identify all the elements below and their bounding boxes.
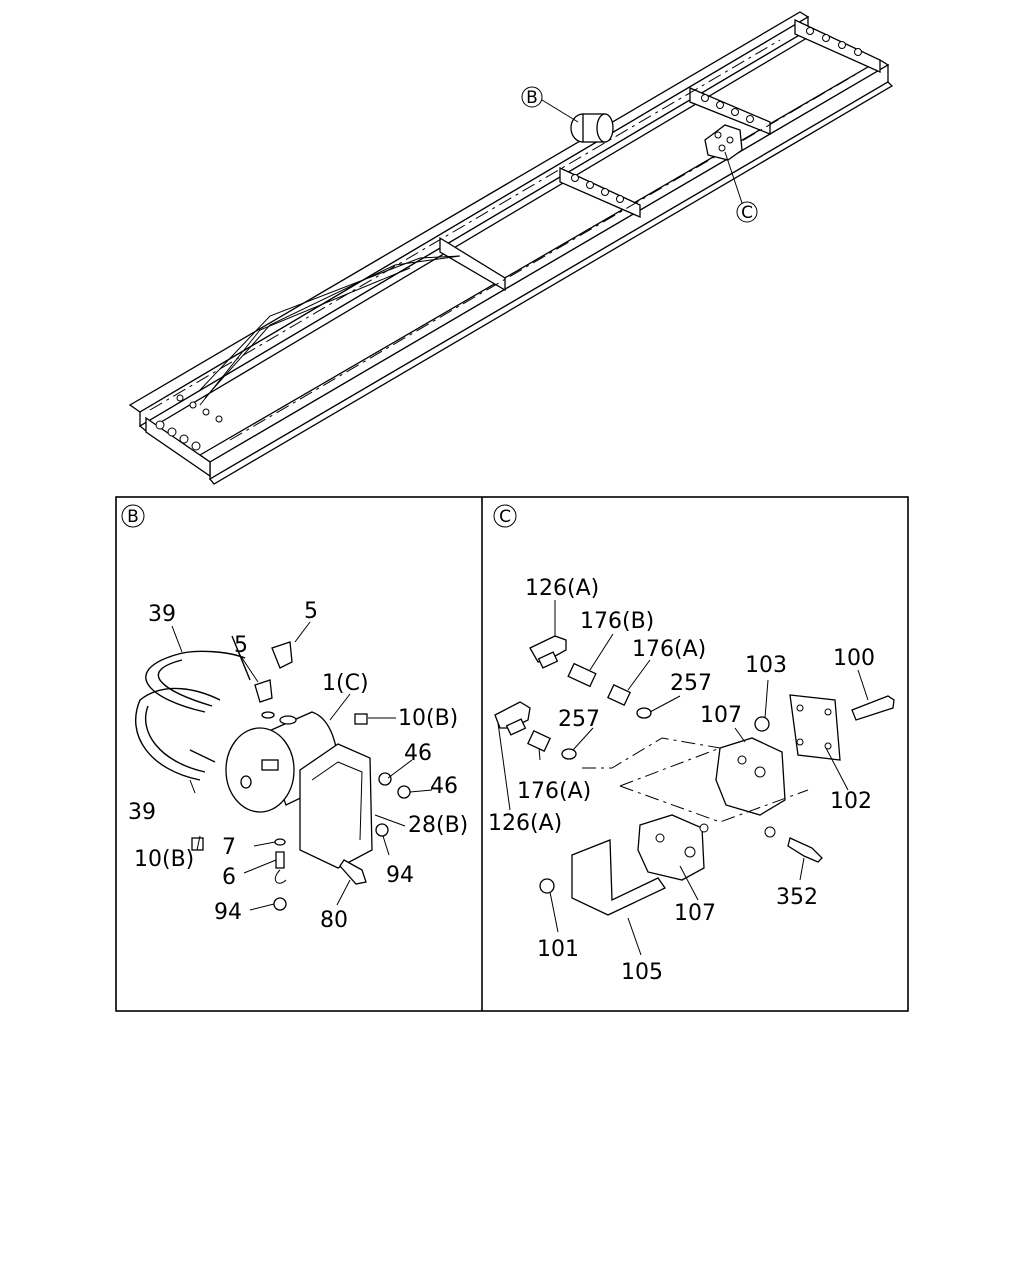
elbow-fitting-5-lower — [254, 679, 273, 703]
detail-panel-b: B — [121, 504, 468, 933]
label-105: 105 — [621, 960, 663, 985]
svg-text:C: C — [499, 507, 511, 527]
label-39-lower: 39 — [128, 800, 156, 825]
label-10b-right: 10(B) — [398, 706, 458, 731]
elbow-fitting-5-upper — [271, 641, 293, 669]
detail-frame — [115, 496, 909, 1012]
label-257-left: 257 — [558, 707, 600, 732]
callout-b-overview: B — [521, 86, 543, 108]
label-257-right: 257 — [670, 671, 712, 696]
drain-valve-6 — [275, 851, 285, 869]
hose-39-upper — [145, 650, 246, 713]
fitting-176b — [567, 662, 597, 688]
bolt-80 — [339, 859, 367, 885]
label-7: 7 — [222, 835, 236, 860]
panel-c-callout: C — [493, 504, 517, 528]
label-176a-lower: 176(A) — [517, 779, 591, 804]
nut-46-upper — [378, 772, 392, 786]
label-176a-upper: 176(A) — [632, 637, 706, 662]
bracket-105 — [571, 839, 666, 916]
washer-257-right — [636, 707, 652, 719]
plug-10b-right — [354, 713, 368, 725]
label-28b: 28(B) — [408, 813, 468, 838]
connector-352 — [787, 837, 823, 863]
label-126a-lower: 126(A) — [488, 811, 562, 836]
label-176b: 176(B) — [580, 609, 654, 634]
svg-text:C: C — [741, 203, 753, 223]
label-94-left: 94 — [214, 900, 242, 925]
label-103: 103 — [745, 653, 787, 678]
nut-46-lower — [397, 785, 411, 799]
nut-94-left — [273, 897, 287, 911]
label-80: 80 — [320, 908, 348, 933]
fitting-176a-lower — [527, 729, 551, 753]
washer-7 — [274, 838, 286, 846]
label-10b-left: 10(B) — [134, 847, 194, 872]
svg-text:B: B — [526, 88, 538, 108]
nut-94-right — [375, 823, 389, 837]
label-1c: 1(C) — [322, 671, 369, 696]
svg-text:B: B — [127, 507, 139, 527]
label-102: 102 — [830, 789, 872, 814]
fitting-176a-upper — [607, 683, 631, 707]
label-101: 101 — [537, 937, 579, 962]
valve-107-lower — [637, 814, 705, 881]
label-5-left: 5 — [234, 633, 248, 658]
label-46-lower: 46 — [430, 774, 458, 799]
bolt-103 — [754, 716, 770, 732]
label-100: 100 — [833, 646, 875, 671]
label-6: 6 — [222, 865, 236, 890]
label-94-right: 94 — [386, 863, 414, 888]
label-46-upper: 46 — [404, 741, 432, 766]
label-39-upper: 39 — [148, 602, 176, 627]
hose-39-lower — [135, 687, 221, 781]
bolt-100 — [851, 695, 895, 721]
panel-b-callout: B — [121, 504, 145, 528]
bracket-102 — [789, 694, 841, 761]
label-126a-upper: 126(A) — [525, 576, 599, 601]
valve-107-upper — [715, 737, 786, 816]
label-352: 352 — [776, 885, 818, 910]
washer-257-left — [561, 748, 577, 760]
label-107-upper: 107 — [700, 703, 742, 728]
label-5-right: 5 — [304, 599, 318, 624]
label-107-lower: 107 — [674, 901, 716, 926]
tank-bracket — [299, 743, 373, 869]
detail-panel-c: C — [488, 504, 895, 985]
nut-101 — [539, 878, 555, 894]
chassis-frame-overview: B C — [128, 11, 894, 485]
callout-c-overview: C — [736, 201, 758, 223]
